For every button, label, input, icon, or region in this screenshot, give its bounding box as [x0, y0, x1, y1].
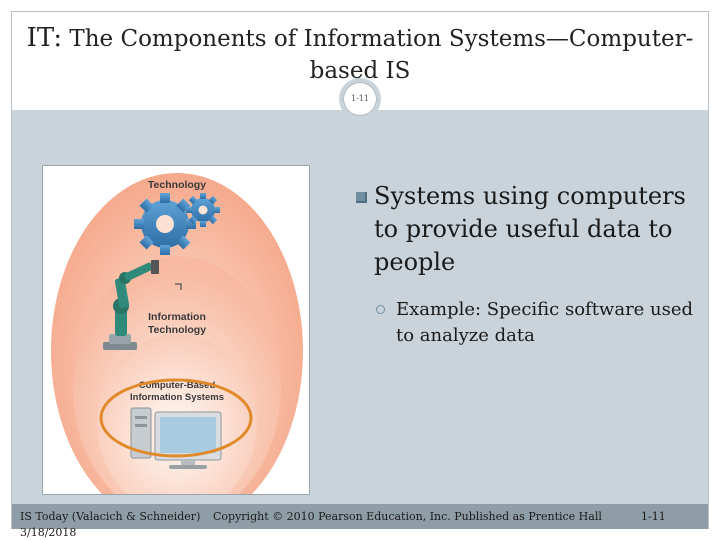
- circle-bullet-icon: [376, 305, 385, 314]
- title-line-1: The Components of Information Systems—Co…: [62, 26, 694, 52]
- robot-arm-icon: [103, 260, 182, 350]
- title-prefix: IT:: [26, 23, 63, 53]
- nested-circles-diagram: Technology: [51, 173, 303, 494]
- bullet-sub: Example: Specific software used to analy…: [376, 297, 696, 349]
- label-technology: Technology: [148, 179, 206, 191]
- label-cbis-1: Computer-Based: [139, 380, 216, 391]
- computer-icon: [130, 407, 222, 469]
- bullet-main: Systems using computers to provide usefu…: [356, 180, 696, 279]
- slide-title: IT: The Components of Information System…: [12, 22, 708, 87]
- slide-number-badge: 1-11: [339, 78, 381, 120]
- bullet-sub-text: Example: Specific software used to analy…: [396, 299, 694, 346]
- highlight-ring: [99, 378, 253, 458]
- bullet-list: Systems using computers to provide usefu…: [356, 180, 696, 349]
- footer-page-number: 1-11: [641, 510, 666, 523]
- label-cbis-2: Information Systems: [130, 392, 224, 403]
- components-figure: Technology: [42, 165, 310, 495]
- footer-copyright: Copyright © 2010 Pearson Education, Inc.…: [213, 510, 602, 523]
- footer-source: IS Today (Valacich & Schneider): [20, 510, 201, 523]
- label-it-2: Technology: [148, 324, 206, 336]
- footer-bar: [12, 504, 708, 529]
- square-bullet-icon: [356, 192, 367, 203]
- label-it-1: Information: [148, 311, 206, 323]
- footer-date: 3/18/2018: [20, 526, 77, 539]
- bullet-main-text: Systems using computers to provide usefu…: [374, 182, 686, 276]
